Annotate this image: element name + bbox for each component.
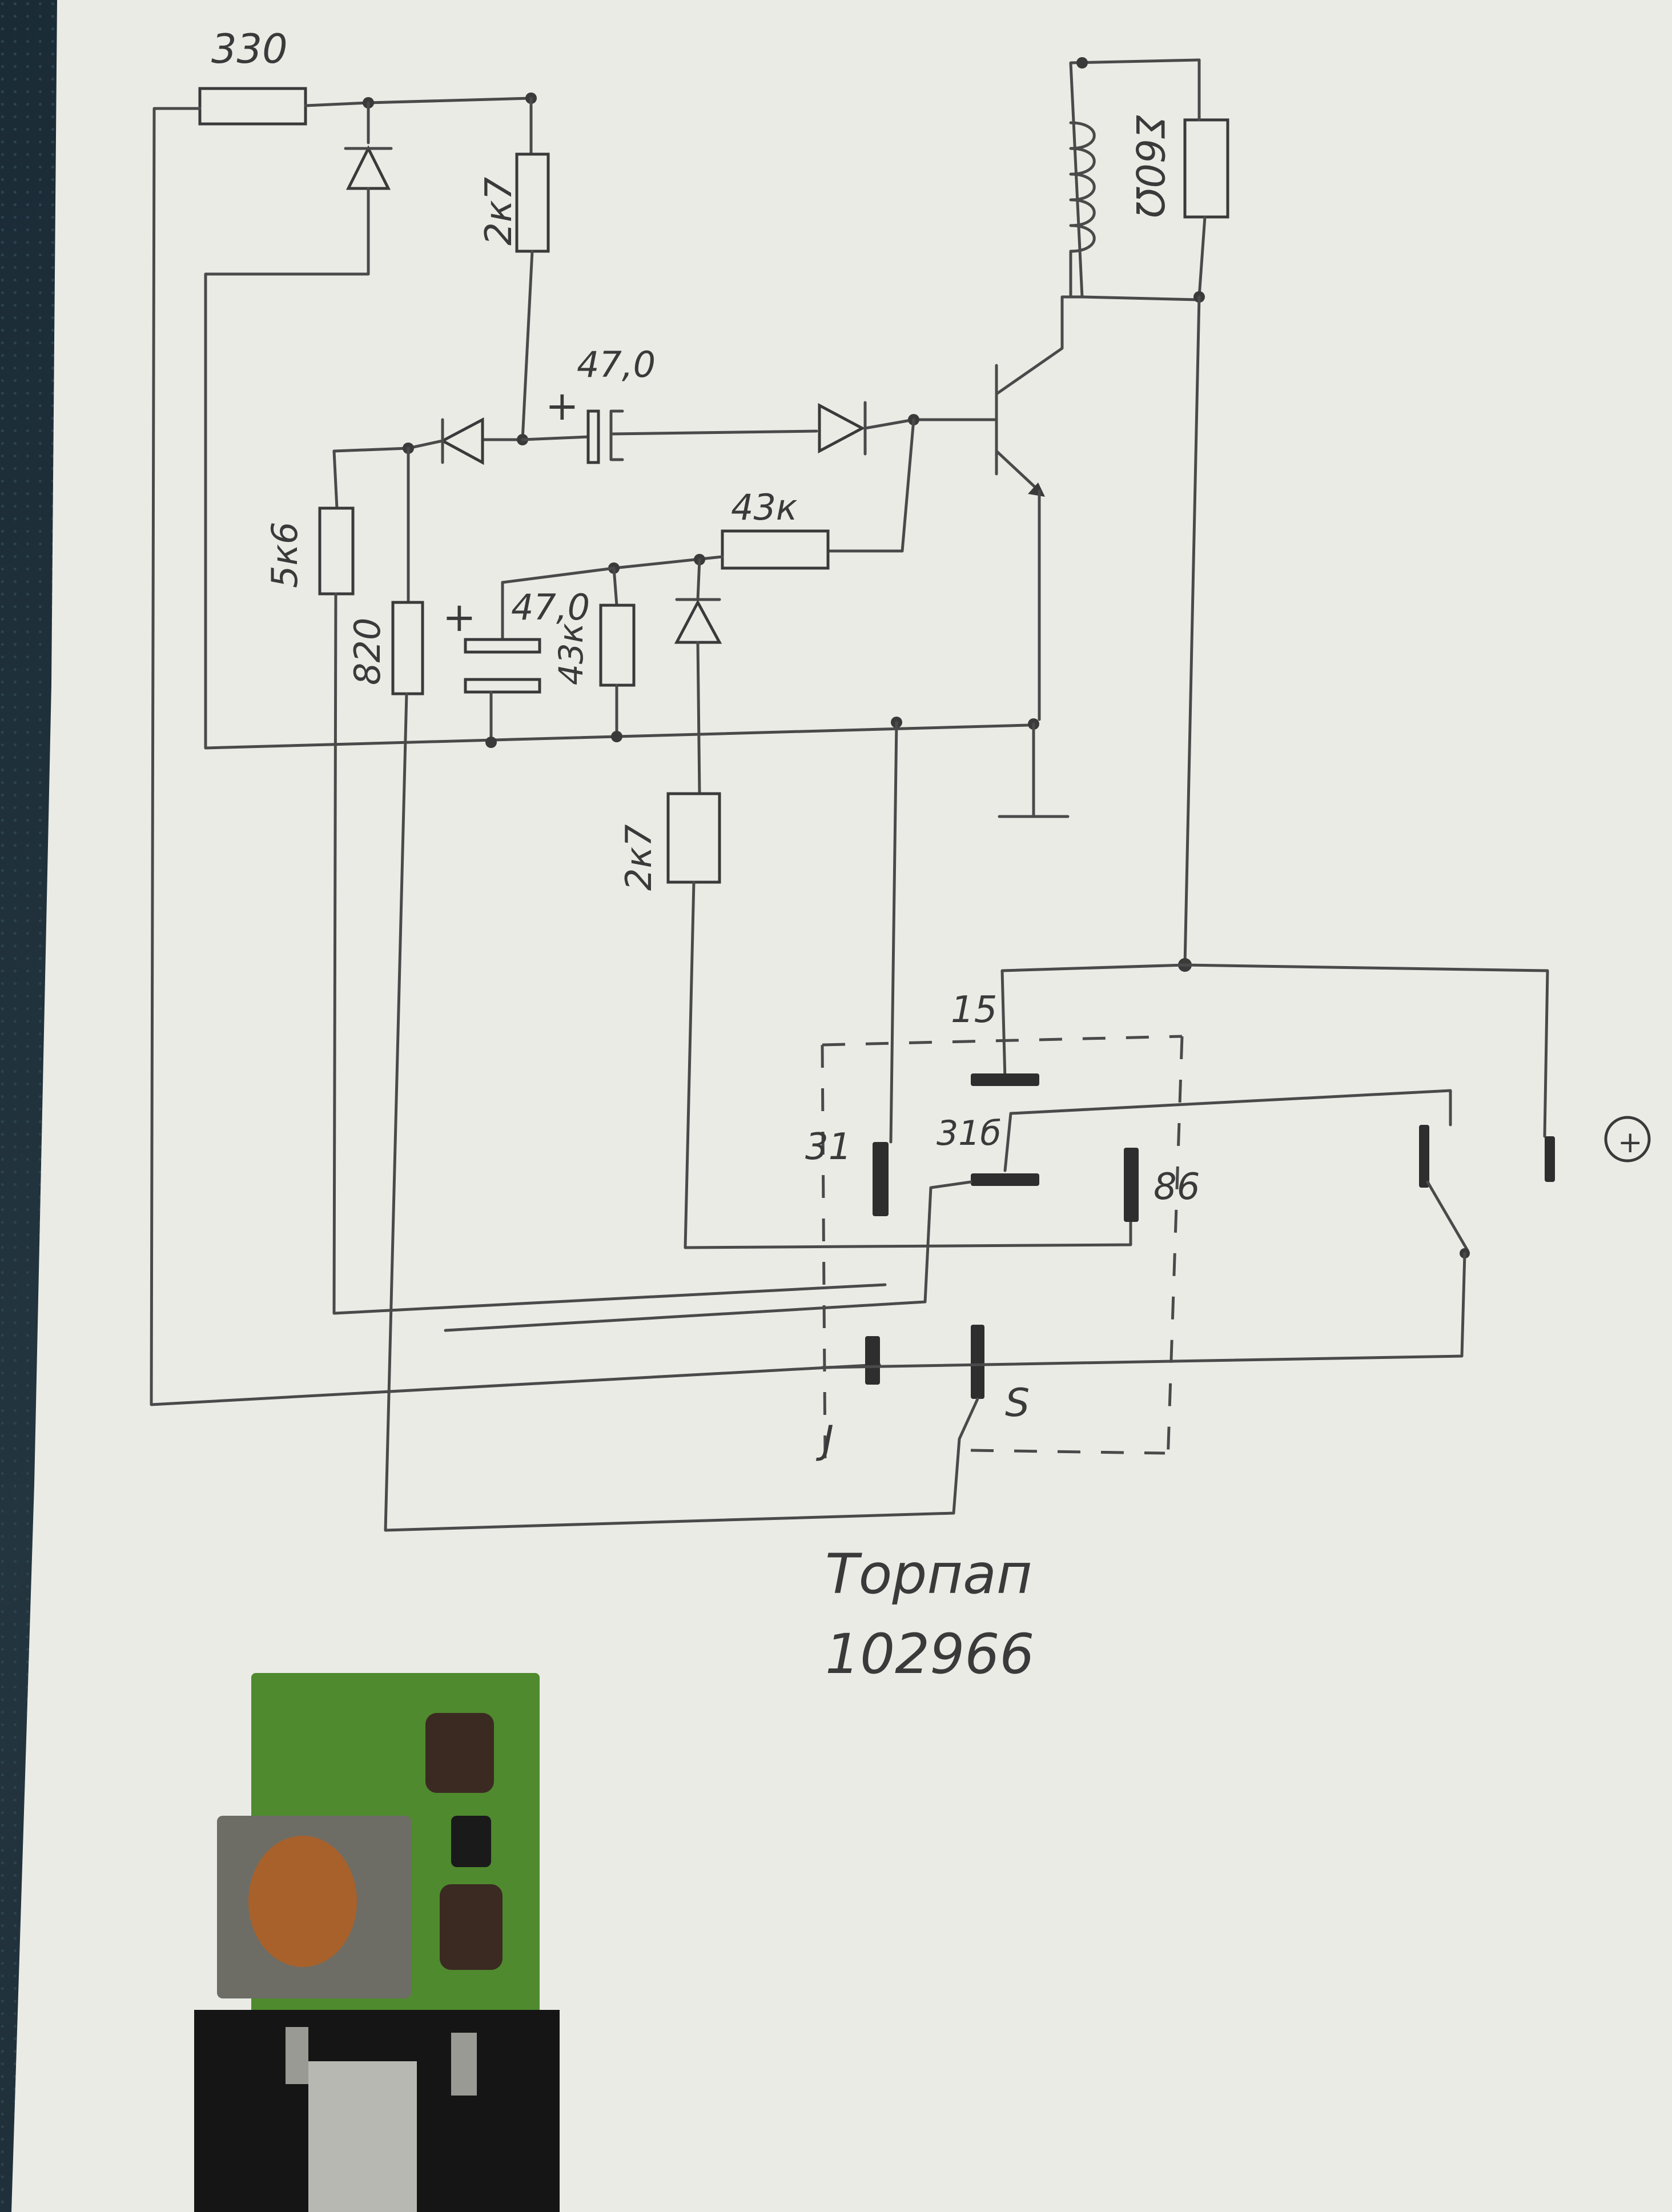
diode-top <box>341 101 393 276</box>
capacitor-lower: + 47,0 <box>443 566 616 744</box>
capacitor-upper: + 47,0 <box>521 344 818 464</box>
capacitor-part <box>440 1884 503 1970</box>
pin-15 <box>971 1073 1039 1086</box>
label-cap-upper: 47,0 <box>577 344 656 385</box>
pin-S <box>971 1325 984 1399</box>
label-cap-lower-plus: + <box>443 594 476 641</box>
label-plus-terminal: + <box>1618 1125 1643 1160</box>
label-coil-resistance: Σ60Ω <box>1127 114 1172 218</box>
pin-31b <box>971 1173 1039 1186</box>
diode-vertical-lower <box>674 558 722 795</box>
label-2k7-lower: 2к7 <box>618 825 660 891</box>
label-43k-upper: 43к <box>731 486 798 528</box>
wire-S-bottom <box>958 1397 979 1441</box>
caption-line-1: Торпап <box>825 1542 1032 1606</box>
switch-right: + <box>821 1116 1651 1369</box>
resistor-5k6: 5к6 <box>264 449 887 1315</box>
connector-outline-top <box>822 1035 1183 1047</box>
resistor-2k7-lower: 2к7 <box>618 792 1132 1249</box>
wire-31b-to-switch <box>1003 1089 1452 1172</box>
label-820: 820 <box>347 618 388 685</box>
paper-sheet <box>11 0 1672 2212</box>
wire-15-top <box>1000 963 1549 1138</box>
capacitor-part <box>425 1713 494 1793</box>
resistor-43k-lower: 43к <box>552 566 636 738</box>
wire-left-outer <box>150 107 881 1406</box>
label-pin-31: 31 <box>805 1126 851 1168</box>
copper-coil <box>248 1836 357 1967</box>
label-5k6: 5к6 <box>264 522 306 588</box>
connector-outline-right <box>1166 1036 1184 1462</box>
label-cap-upper-plus: + <box>545 383 579 429</box>
connector-outline-bottom <box>970 1449 1165 1455</box>
label-pin-S: S <box>1005 1381 1030 1426</box>
label-pin-86: 86 <box>1153 1166 1200 1208</box>
wire-coil-to-15 <box>1183 295 1201 967</box>
wire-to-31 <box>889 721 898 1144</box>
relay-pin <box>286 2027 308 2084</box>
resistor-43k-upper: 43к <box>612 418 915 570</box>
transistor-part <box>451 1816 491 1867</box>
pin-86 <box>1124 1148 1139 1222</box>
label-43k-lower: 43к <box>552 623 590 685</box>
transistor-npn <box>995 307 1064 721</box>
node <box>485 737 497 748</box>
wire-31b-left <box>444 1180 972 1332</box>
relay-pin <box>308 2061 417 2212</box>
pin-J <box>865 1336 880 1385</box>
node <box>611 731 622 742</box>
label-330: 330 <box>211 26 288 73</box>
relay-pin <box>451 2033 477 2096</box>
ground-stub <box>998 722 1070 818</box>
label-cap-lower: 47,0 <box>511 586 590 628</box>
label-2k7-upper: 2к7 <box>478 177 520 246</box>
relay-coil: Σ60Ω <box>1060 57 1229 310</box>
resistor-820: 820 <box>347 447 961 1532</box>
label-pin-15: 15 <box>951 989 997 1031</box>
pin-31 <box>873 1142 889 1216</box>
resistor-2k7-upper: 2к7 <box>478 96 550 441</box>
connector-outline-left <box>821 1044 827 1462</box>
relay-photo <box>194 1673 560 2212</box>
label-pin-31b: 31б <box>937 1113 1001 1153</box>
caption-line-2: 102966 <box>825 1622 1034 1686</box>
